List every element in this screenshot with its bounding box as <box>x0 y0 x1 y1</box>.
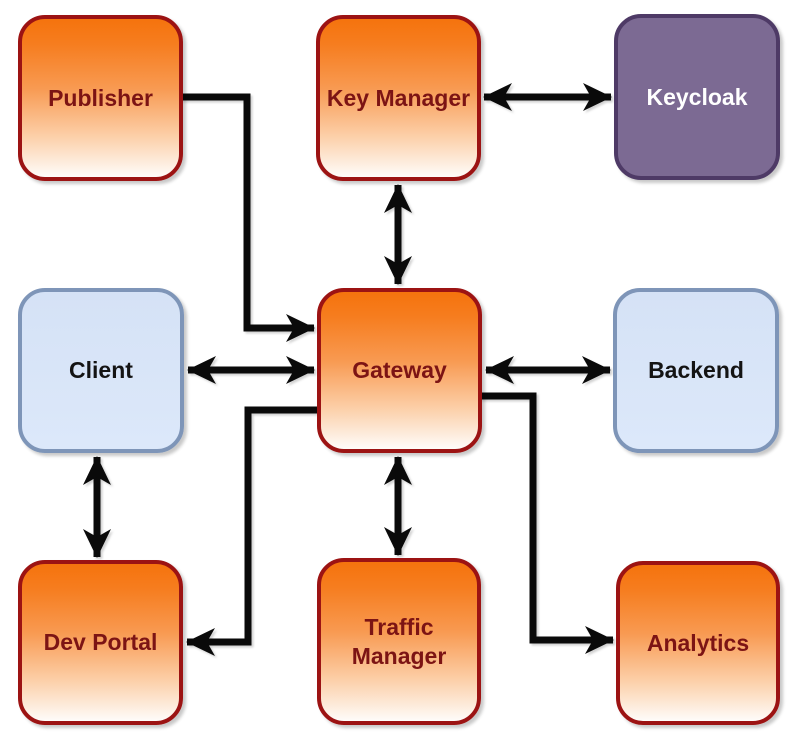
node-traffic-manager-label: Traffic Manager <box>351 613 447 669</box>
edge-gateway-analytics <box>480 392 614 654</box>
node-key-manager-label: Key Manager <box>326 84 471 111</box>
node-dev-portal-label: Dev Portal <box>43 629 158 656</box>
node-keycloak: Keycloak <box>614 14 780 180</box>
node-backend-label: Backend <box>648 357 744 384</box>
node-key-manager: Key Manager <box>316 15 481 181</box>
node-backend: Backend <box>613 288 779 453</box>
node-analytics: Analytics <box>616 561 780 725</box>
edge-publisher-gateway <box>181 93 315 342</box>
node-traffic-manager: Traffic Manager <box>317 558 481 725</box>
edge-gateway-dev-portal <box>186 406 319 656</box>
node-dev-portal: Dev Portal <box>18 560 183 725</box>
node-analytics-label: Analytics <box>646 629 750 656</box>
node-publisher: Publisher <box>18 15 183 181</box>
node-gateway: Gateway <box>317 288 482 453</box>
node-client-label: Client <box>69 357 133 384</box>
node-publisher-label: Publisher <box>48 84 153 111</box>
node-keycloak-label: Keycloak <box>646 83 748 110</box>
node-gateway-label: Gateway <box>352 357 447 384</box>
node-client: Client <box>18 288 184 453</box>
